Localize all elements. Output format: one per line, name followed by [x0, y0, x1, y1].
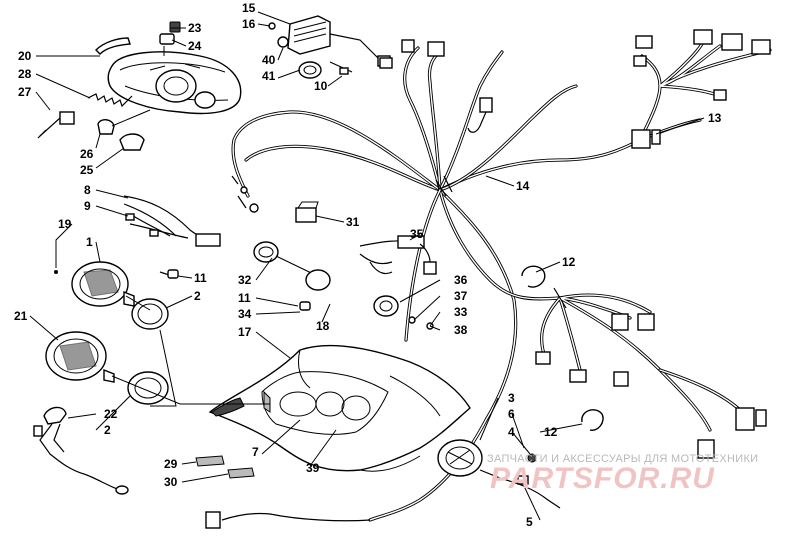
- callout-26: 26: [80, 147, 94, 161]
- headlight-socket-parts: [97, 109, 151, 151]
- decal-29: [195, 455, 225, 467]
- callout-12-upper: 12: [562, 255, 576, 269]
- main-harness-right-connectors: [535, 313, 767, 459]
- callout-11-lower: 11: [238, 291, 251, 305]
- instrument-panel-hood: [208, 344, 471, 472]
- callout-27: 27: [18, 85, 32, 99]
- callout-23: 23: [188, 21, 202, 35]
- callout-12-lower: 12: [544, 425, 558, 439]
- callout-7: 7: [252, 445, 259, 459]
- callout-17: 17: [238, 325, 252, 339]
- callout-5: 5: [526, 515, 533, 529]
- callout-35: 35: [410, 227, 424, 241]
- sub-harness-13: [631, 29, 772, 149]
- callout-40: 40: [262, 53, 276, 67]
- callout-13: 13: [708, 111, 722, 125]
- callout-16: 16: [242, 17, 256, 31]
- callout-22: 22: [104, 407, 118, 421]
- callout-41: 41: [262, 69, 276, 83]
- tachometer-gauge: [45, 331, 115, 383]
- indicator-lamp-36: [373, 295, 434, 330]
- leader-lines: [29, 11, 705, 521]
- ignition-switch: [437, 439, 561, 509]
- callout-18: 18: [316, 319, 330, 333]
- callout-39: 39: [306, 461, 320, 475]
- callout-29: 29: [164, 457, 178, 471]
- callout-20: 20: [18, 49, 32, 63]
- voltage-regulator: [268, 15, 391, 79]
- main-wiring-harness: [231, 46, 742, 522]
- harness-clip-12-lower: [581, 409, 604, 431]
- callout-38: 38: [454, 323, 468, 337]
- callout-labels: 23 24 20 28 27 26 25 15 16 40 41 10 13 1…: [14, 1, 722, 529]
- callout-2-upper: 2: [194, 289, 201, 303]
- callout-32: 32: [238, 273, 252, 287]
- gauge-bezel-ring-upper: [131, 298, 169, 330]
- callout-14: 14: [516, 179, 530, 193]
- callout-2-lower: 2: [104, 423, 111, 437]
- callout-24: 24: [188, 39, 202, 53]
- headlight-assembly: [95, 21, 242, 115]
- speedometer-gauge: [54, 261, 135, 307]
- callout-34: 34: [238, 307, 252, 321]
- watermark-tagline: ЗАПЧАСТИ И АКСЕССУАРЫ ДЛЯ МОТОТЕХНИКИ: [487, 453, 759, 465]
- watermark-logo: PARTSFOR.RU: [490, 462, 715, 495]
- callout-4: 4: [508, 425, 515, 439]
- callout-1: 1: [86, 235, 93, 249]
- harness-bottom-connector: [205, 511, 371, 529]
- gauge-sub-harness: [123, 195, 221, 247]
- callout-25: 25: [80, 163, 94, 177]
- callout-28: 28: [18, 67, 32, 81]
- callout-10: 10: [314, 79, 328, 93]
- callout-15: 15: [242, 1, 256, 15]
- connector-31: [295, 201, 319, 223]
- callout-36: 36: [454, 273, 468, 287]
- callout-11-upper: 11: [194, 271, 207, 285]
- lamp-bulb-34: [299, 301, 311, 311]
- decal-30: [227, 467, 255, 479]
- gauge-bulb-upper: [159, 269, 179, 279]
- callout-37: 37: [454, 289, 468, 303]
- headlight-bulb-spring: [37, 93, 133, 139]
- sub-harness-35: [359, 235, 437, 275]
- callout-6: 6: [508, 407, 515, 421]
- lamp-grommet-ring: [305, 269, 331, 291]
- callout-33: 33: [454, 305, 468, 319]
- gauge-bezel-ring-lower: [127, 371, 169, 405]
- callout-3: 3: [508, 391, 515, 405]
- callout-9: 9: [84, 199, 91, 213]
- indicator-light-harness-22: [33, 406, 129, 495]
- callout-31: 31: [346, 215, 360, 229]
- main-harness-top-connectors: [231, 39, 493, 213]
- callout-8: 8: [84, 183, 91, 197]
- callout-19: 19: [58, 217, 72, 231]
- callout-21: 21: [14, 309, 28, 323]
- callout-30: 30: [164, 475, 178, 489]
- harness-clip-12-upper: [521, 265, 546, 288]
